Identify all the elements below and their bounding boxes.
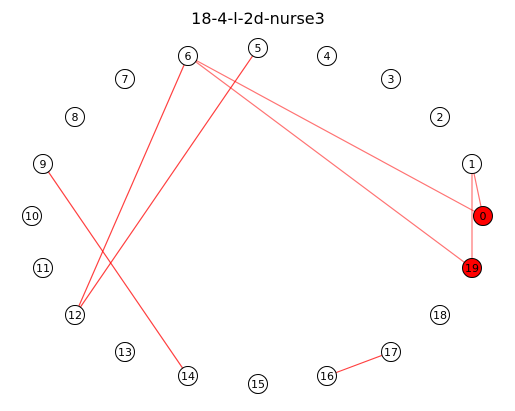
node-circle-0 xyxy=(473,206,493,226)
node-circle-18 xyxy=(430,305,450,325)
node-circle-10 xyxy=(22,206,42,226)
node-2: 2 xyxy=(430,107,450,127)
node-circle-9 xyxy=(33,154,53,174)
node-circle-7 xyxy=(115,69,135,89)
node-circle-1 xyxy=(462,154,482,174)
node-label-16: 16 xyxy=(320,370,334,383)
node-label-19: 19 xyxy=(465,262,479,275)
node-label-10: 10 xyxy=(25,210,39,223)
node-label-13: 13 xyxy=(118,346,132,359)
node-circle-17 xyxy=(381,342,401,362)
node-circle-4 xyxy=(317,46,337,66)
node-label-2: 2 xyxy=(437,111,444,124)
edge-16-17 xyxy=(326,351,392,377)
node-6: 6 xyxy=(178,46,198,66)
node-19: 19 xyxy=(462,258,482,278)
node-circle-12 xyxy=(65,305,85,325)
node-label-9: 9 xyxy=(40,158,47,171)
node-label-18: 18 xyxy=(433,309,447,322)
node-circle-14 xyxy=(178,366,198,386)
node-15: 15 xyxy=(248,374,268,394)
node-label-17: 17 xyxy=(384,346,398,359)
node-circle-5 xyxy=(248,38,268,58)
node-label-11: 11 xyxy=(36,262,50,275)
node-label-4: 4 xyxy=(324,50,331,63)
node-circle-2 xyxy=(430,107,450,127)
node-circle-3 xyxy=(381,69,401,89)
node-circle-11 xyxy=(33,258,53,278)
node-0: 0 xyxy=(473,206,493,226)
node-17: 17 xyxy=(381,342,401,362)
node-label-6: 6 xyxy=(185,50,192,63)
edge-layer xyxy=(42,47,484,377)
node-5: 5 xyxy=(248,38,268,58)
node-3: 3 xyxy=(381,69,401,89)
node-label-8: 8 xyxy=(72,111,79,124)
node-label-3: 3 xyxy=(388,73,395,86)
node-label-7: 7 xyxy=(122,73,129,86)
edge-6-19 xyxy=(187,55,473,269)
edge-6-0 xyxy=(187,55,484,217)
node-4: 4 xyxy=(317,46,337,66)
node-circle-8 xyxy=(65,107,85,127)
edge-6-12 xyxy=(74,55,189,316)
node-12: 12 xyxy=(65,305,85,325)
node-9: 9 xyxy=(33,154,53,174)
node-16: 16 xyxy=(317,366,337,386)
node-7: 7 xyxy=(115,69,135,89)
node-circle-6 xyxy=(178,46,198,66)
graph-title: 18-4-l-2d-nurse3 xyxy=(191,9,325,28)
node-1: 1 xyxy=(462,154,482,174)
node-13: 13 xyxy=(115,342,135,362)
node-18: 18 xyxy=(430,305,450,325)
node-label-14: 14 xyxy=(181,370,195,383)
node-label-5: 5 xyxy=(255,42,262,55)
edge-5-12 xyxy=(74,47,259,316)
node-circle-15 xyxy=(248,374,268,394)
node-circle-13 xyxy=(115,342,135,362)
node-11: 11 xyxy=(33,258,53,278)
node-circle-16 xyxy=(317,366,337,386)
node-label-12: 12 xyxy=(68,309,82,322)
node-8: 8 xyxy=(65,107,85,127)
node-10: 10 xyxy=(22,206,42,226)
edge-9-14 xyxy=(42,163,189,377)
node-14: 14 xyxy=(178,366,198,386)
node-circle-19 xyxy=(462,258,482,278)
node-label-15: 15 xyxy=(251,378,265,391)
node-label-0: 0 xyxy=(480,210,487,223)
node-label-1: 1 xyxy=(469,158,476,171)
